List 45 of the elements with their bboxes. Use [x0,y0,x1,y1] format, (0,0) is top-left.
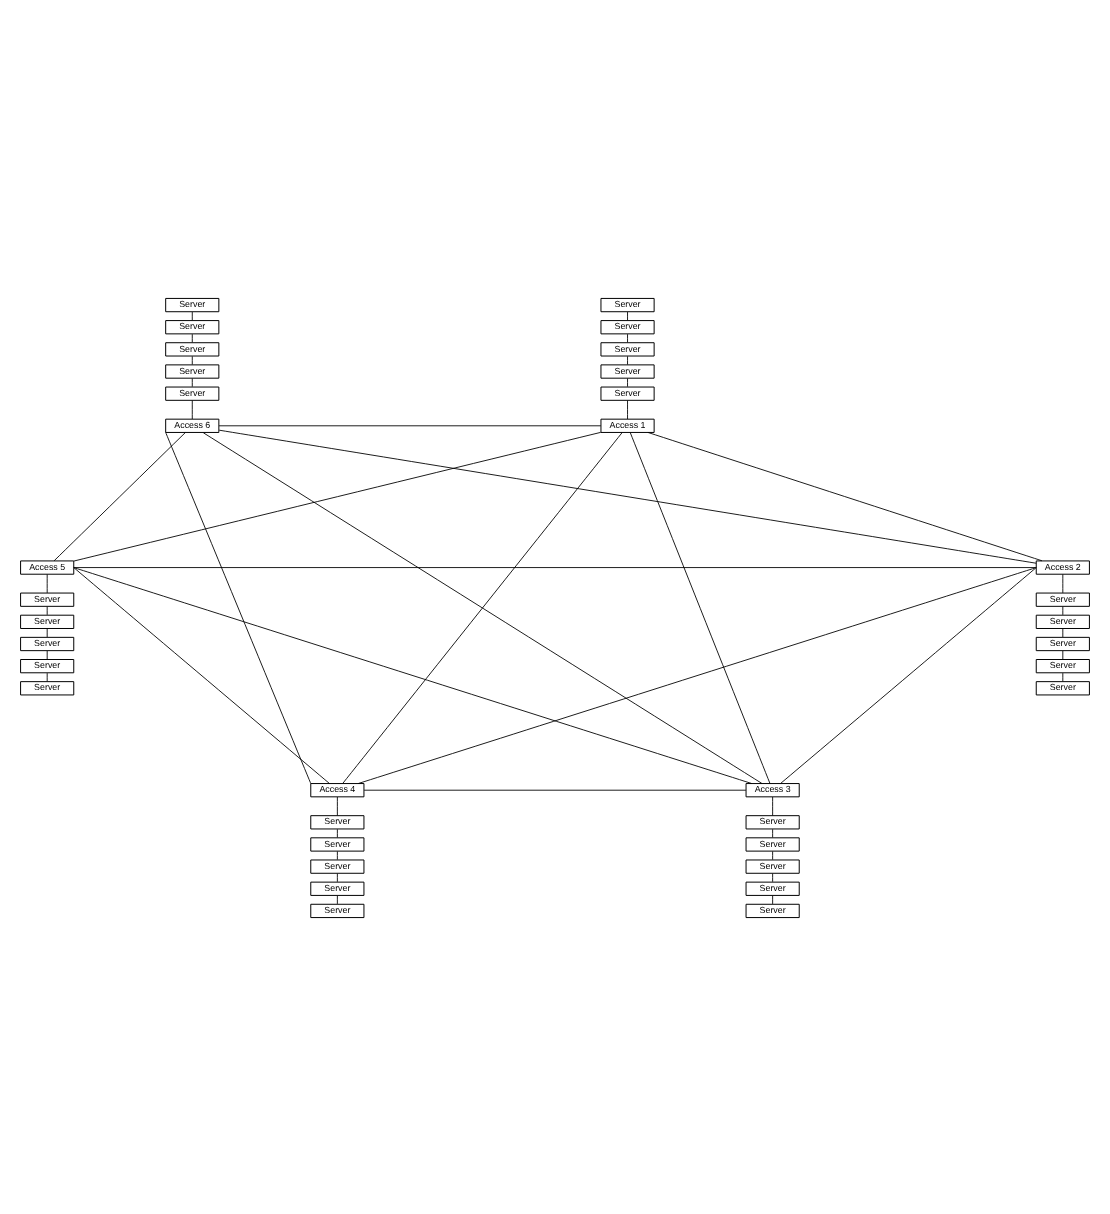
connector [46,627,48,637]
connector [627,377,628,387]
connector [772,827,774,837]
connector [46,572,48,593]
connector [772,894,774,904]
connector [336,894,338,904]
connector [73,430,602,561]
connector [191,354,193,364]
connector [218,424,602,426]
connector [363,788,747,790]
connector [73,566,330,783]
connector [342,431,623,783]
connector [191,377,193,387]
connector [772,850,774,860]
connector [772,795,774,815]
connector [218,428,1037,563]
connector [1062,572,1064,593]
connector [629,431,771,783]
connector [73,566,753,783]
connector [46,605,48,615]
connector [336,850,338,860]
connector [1062,671,1064,681]
connector [336,872,338,882]
connector [46,649,48,659]
connector [1062,605,1064,615]
connector [772,872,774,882]
connector [627,399,628,419]
connector [202,431,763,783]
connector [780,566,1037,783]
connector [647,431,1043,561]
connector [627,332,628,342]
connector [1062,627,1064,637]
connector [1062,649,1064,659]
connector [627,310,628,320]
connector [73,566,1037,567]
connector [191,332,193,342]
connector [191,310,193,320]
connector [46,671,48,681]
connector [191,399,193,419]
connector [336,827,338,837]
connector [627,354,628,364]
connector [53,431,186,561]
connector [357,566,1037,783]
connector [336,795,338,815]
connector [165,431,312,783]
